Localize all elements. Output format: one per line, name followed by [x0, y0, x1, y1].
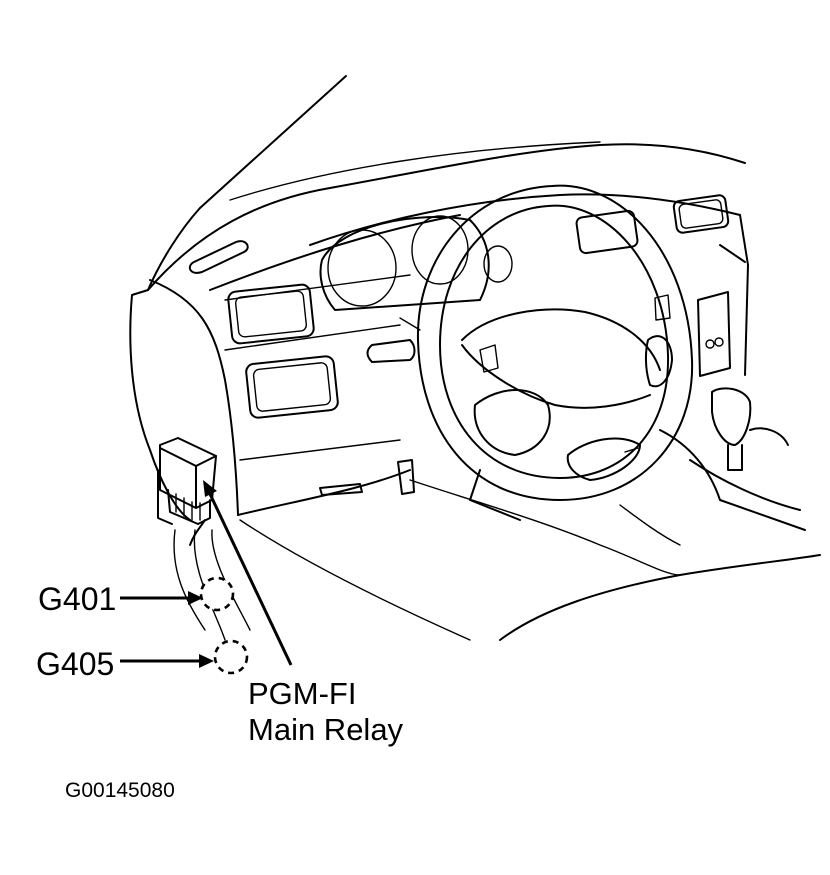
leader-arrow-relay [203, 480, 293, 666]
steering-wheel [416, 184, 694, 521]
label-pgm-fi: PGM-FI [248, 676, 357, 711]
turn-signal-stalk [366, 317, 421, 363]
gauges [319, 215, 513, 311]
relay-component [157, 437, 217, 525]
side-vent [188, 240, 249, 274]
leader-arrow-g405 [120, 654, 214, 668]
leader-arrow-g401 [120, 591, 203, 605]
label-main-relay: Main Relay [248, 712, 404, 747]
center-console [659, 291, 806, 531]
floor-and-seat [239, 459, 821, 641]
ground-point-g401-marker [199, 576, 235, 612]
windshield-and-dash-top [131, 75, 746, 296]
label-g405: G405 [36, 646, 115, 682]
ground-point-g405-marker [213, 639, 249, 675]
label-g401: G401 [38, 581, 117, 617]
dash-panels [227, 194, 730, 419]
figure-id: G00145080 [65, 779, 175, 802]
